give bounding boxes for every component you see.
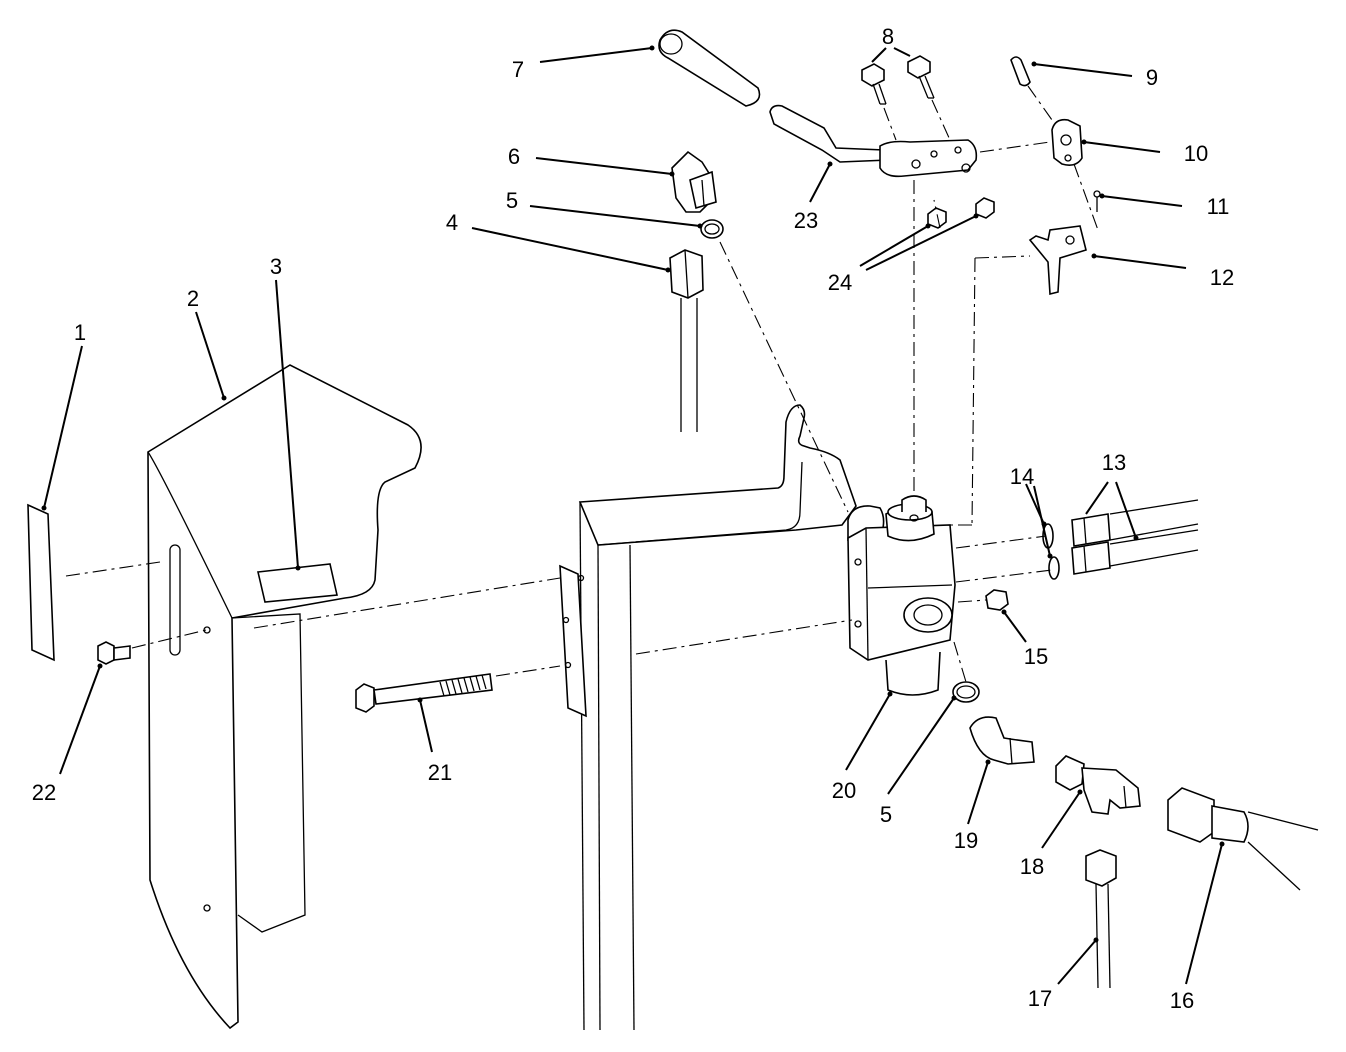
callout-5-upper: 5 [506, 188, 518, 213]
center-lines [65, 85, 1099, 683]
callout-3: 3 [270, 254, 282, 279]
mounting-frame [559, 404, 857, 1031]
callout-18: 18 [1020, 854, 1044, 879]
callout-14: 14 [1010, 464, 1034, 489]
nut-part-24-right [975, 197, 995, 219]
callout-23: 23 [794, 208, 818, 233]
tee-fitting-part-18 [1055, 755, 1141, 815]
callout-20: 20 [832, 778, 856, 803]
hose-ends-part-13 [1071, 499, 1199, 575]
nut-part-24-left [927, 207, 947, 229]
o-ring-part-5-upper [700, 219, 724, 239]
callout-24: 24 [828, 270, 852, 295]
callout-22: 22 [32, 780, 56, 805]
callout-10: 10 [1184, 141, 1208, 166]
bracket-part-12 [1028, 225, 1087, 296]
callout-17: 17 [1028, 986, 1052, 1011]
long-bolt-part-21 [355, 673, 493, 713]
leader-lines [41, 45, 1225, 985]
pin-part-9 [1010, 56, 1031, 87]
o-ring-part-5-lower [952, 681, 980, 703]
hose-part-16 [1167, 787, 1319, 891]
callout-16: 16 [1170, 988, 1194, 1013]
bolt-part-8-right [907, 55, 935, 99]
elbow-fitting-part-6 [671, 150, 717, 213]
callout-5-lower: 5 [880, 802, 892, 827]
tube-nut-part-4 [669, 249, 704, 432]
handle-grip-part-7 [658, 29, 761, 107]
callout-15: 15 [1024, 644, 1048, 669]
callout-11: 11 [1207, 194, 1230, 219]
callout-13: 13 [1102, 450, 1126, 475]
shield-part-2 [147, 364, 422, 1030]
elbow-fitting-part-19 [969, 716, 1035, 765]
callout-21: 21 [428, 760, 452, 785]
cotter-pin-part-11 [1093, 190, 1101, 212]
tube-part-17 [1085, 849, 1117, 989]
control-valve-part-20 [847, 495, 956, 696]
clevis-link-part-10 [1051, 118, 1083, 166]
callout-9: 9 [1146, 65, 1158, 90]
callout-19: 19 [954, 828, 978, 853]
callout-2: 2 [187, 286, 199, 311]
callout-7: 7 [512, 57, 524, 82]
callout-1: 1 [74, 320, 86, 345]
lever-part-23 [769, 104, 978, 178]
label-plate-part-3 [257, 563, 338, 603]
decal-part-1 [27, 503, 55, 662]
callout-8: 8 [882, 24, 894, 49]
bolt-part-22 [97, 641, 131, 665]
callout-labels: 1 2 3 4 5 6 7 8 9 10 11 12 13 14 15 16 1… [32, 24, 1234, 1013]
callout-4: 4 [446, 210, 458, 235]
plug-nut-part-15 [985, 589, 1009, 611]
callout-6: 6 [508, 144, 520, 169]
callout-12: 12 [1210, 265, 1234, 290]
bolt-part-8-left [861, 63, 887, 105]
